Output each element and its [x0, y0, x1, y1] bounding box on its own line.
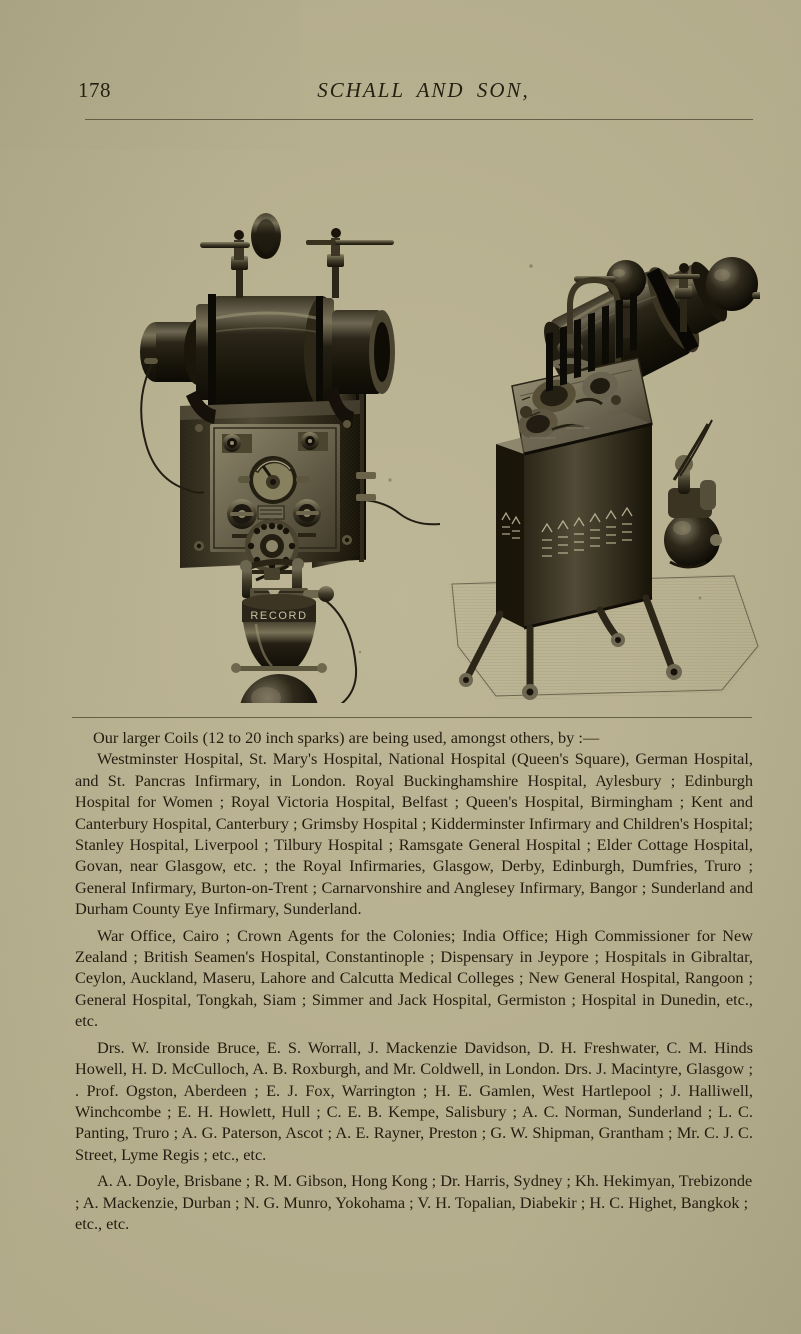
- mercury-break-right: [664, 455, 722, 569]
- doctors-overseas-paragraph: A. A. Doyle, Brisbane ; R. M. Gibson, Ho…: [75, 1171, 753, 1233]
- panel-knob-left: [227, 499, 257, 538]
- cabinet-louvres-upper: [546, 291, 637, 392]
- control-panel-left: [210, 424, 340, 574]
- page-number: 178: [78, 78, 111, 102]
- running-title: SCHALL AND SON,: [317, 78, 530, 102]
- foxing-specks: [358, 264, 702, 654]
- coil-drum-left: [140, 294, 395, 410]
- body-text: Our larger Coils (12 to 20 inch sparks) …: [75, 727, 753, 1234]
- body-rule: [72, 717, 752, 718]
- castors-right: [459, 633, 682, 700]
- running-head: 178 SCHALL AND SON,: [0, 78, 801, 108]
- offices-paragraph: War Office, Cairo ; Crown Agents for the…: [75, 925, 753, 1031]
- wiring-left: [140, 363, 441, 703]
- cable-right: [672, 423, 710, 481]
- cabinet-right: [496, 291, 653, 630]
- panel-terminal-left: [222, 434, 252, 453]
- record-label: RECORD: [250, 610, 307, 622]
- spark-terminals-left: [200, 213, 394, 298]
- figure-left-wall-coil: RECORD: [140, 213, 441, 703]
- cabinet-vents: [501, 506, 633, 557]
- hospitals-paragraph: Westminster Hospital, St. Mary's Hospita…: [75, 749, 753, 919]
- spark-terminals-right: [574, 257, 760, 338]
- spark-ball-left: [240, 674, 318, 703]
- figure-right-floor-coil: [448, 257, 760, 700]
- illustration-plate: RECORD: [60, 128, 760, 703]
- intro-paragraph: Our larger Coils (12 to 20 inch sparks) …: [93, 728, 600, 747]
- header-rule: [85, 119, 753, 120]
- interrupter-left: RECORD: [231, 558, 334, 673]
- panel-gauge: [238, 456, 310, 504]
- panel-knob-right: [293, 499, 321, 537]
- panel-terminal-right: [298, 432, 328, 451]
- doctors-uk-paragraph: Drs. W. Ironside Bruce, E. S. Worrall, J…: [75, 1037, 753, 1164]
